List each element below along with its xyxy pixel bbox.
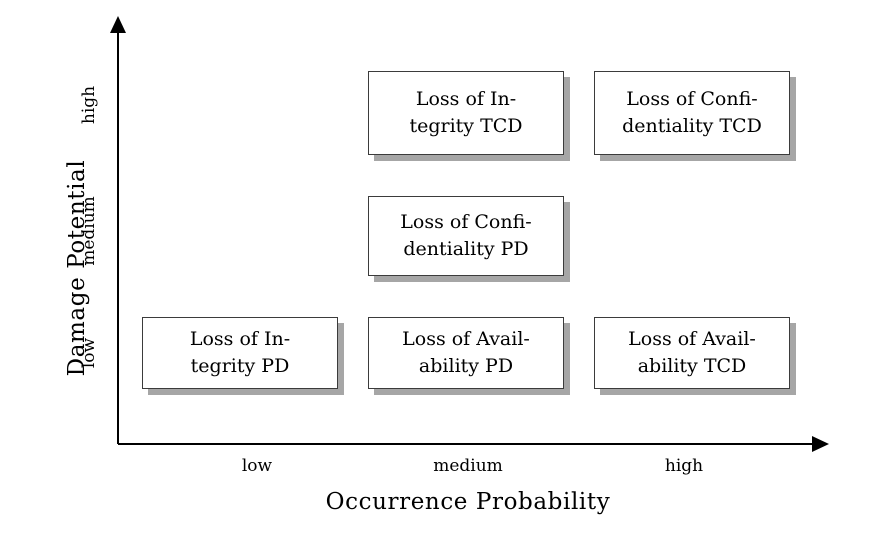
x-axis-arrow-icon [812,436,829,452]
x-axis-title: Occurrence Probability [325,489,611,515]
x-axis-tick-low: low [241,456,273,476]
x-axis-tick-medium: medium [433,456,503,476]
risk-cell-label-line2: ability TCD [637,355,747,377]
y-axis-line [117,30,119,444]
risk-cell-confidentiality-tcd[interactable]: Loss of Confi- dentiality TCD [594,71,790,155]
y-axis-tick-medium: medium [79,196,99,266]
risk-cell-label-line1: Loss of Avail- [402,328,530,351]
y-axis-tick-low: low [79,337,99,369]
risk-cell-label-line1: Loss of Confi- [400,211,532,234]
x-axis-line [118,443,818,445]
x-axis-tick-high: high [664,456,704,476]
risk-cell-label-line2: dentiality PD [403,238,529,260]
risk-cell-availability-tcd[interactable]: Loss of Avail- ability TCD [594,317,790,389]
risk-cell-label-line1: Loss of In- [189,328,291,351]
risk-cell-label-line2: tegrity PD [190,355,290,377]
y-axis-tick-high: high [79,85,99,125]
risk-cell-label-line1: Loss of Avail- [628,328,756,351]
risk-cell-confidentiality-pd[interactable]: Loss of Confi- dentiality PD [368,196,564,276]
y-axis-arrow-icon [110,16,126,33]
risk-cell-label-line2: dentiality TCD [622,115,762,137]
risk-cell-label-line2: ability PD [418,355,514,377]
risk-cell-label-line1: Loss of Confi- [626,88,758,111]
risk-cell-label-line1: Loss of In- [415,88,517,111]
risk-cell-label-line2: tegrity TCD [409,115,523,137]
risk-cell-integrity-pd[interactable]: Loss of In- tegrity PD [142,317,338,389]
risk-cell-integrity-tcd[interactable]: Loss of In- tegrity TCD [368,71,564,155]
risk-cell-availability-pd[interactable]: Loss of Avail- ability PD [368,317,564,389]
